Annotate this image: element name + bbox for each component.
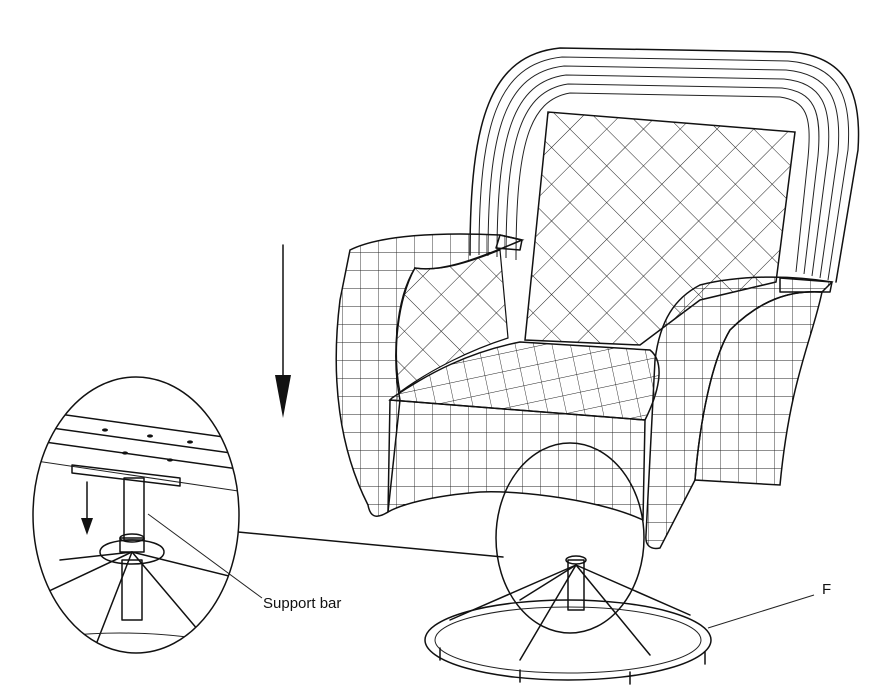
arrow-down-icon — [81, 481, 93, 535]
support-bar-label: Support bar — [263, 595, 341, 612]
part-f-leader — [707, 594, 815, 629]
part-f-label: F — [822, 581, 831, 598]
swivel-chair — [335, 47, 860, 685]
chair-back-frame — [469, 47, 860, 283]
detail-connector-line — [237, 531, 504, 558]
right-arm-outer — [694, 291, 823, 486]
seat-front — [387, 399, 646, 522]
detail-highlight-circle — [495, 442, 645, 634]
swivel-base — [424, 555, 712, 685]
zoom-detail — [32, 376, 240, 654]
support-bar-leader — [147, 513, 263, 599]
arrow-down-icon — [275, 244, 291, 418]
left-arm-inner — [395, 249, 509, 394]
